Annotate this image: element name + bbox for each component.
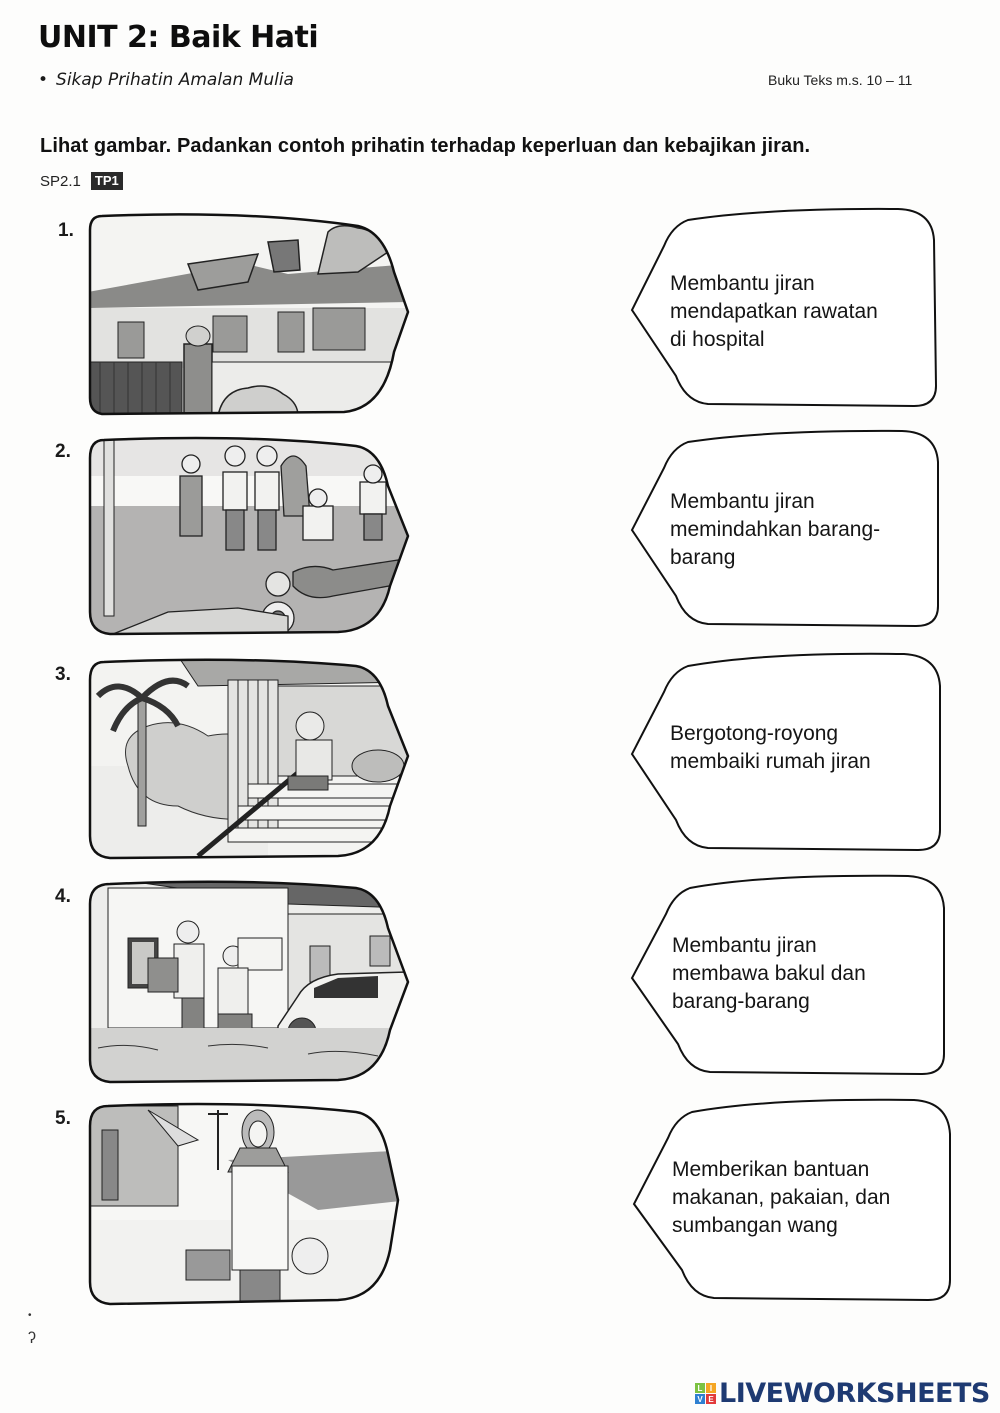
standard-code: SP2.1 TP1 — [40, 172, 123, 190]
answer-card-2[interactable]: Membantu jiran memindahkan barang- baran… — [628, 428, 940, 630]
tp-badge: TP1 — [90, 172, 123, 190]
answer-text-4: Membantu jiran membawa bakul dan barang-… — [672, 934, 866, 1013]
answer-card-5[interactable]: Memberikan bantuan makanan, pakaian, dan… — [630, 1094, 952, 1304]
card-shape — [630, 207, 938, 408]
item-number-2: 2. — [55, 441, 71, 462]
answer-card-1[interactable]: Membantu jiran mendapatkan rawatan di ho… — [628, 206, 940, 410]
picture-5-woman-basket[interactable] — [88, 1100, 410, 1306]
item-number-4: 4. — [55, 886, 71, 907]
accident-illustration — [88, 436, 410, 636]
picture-3-old-man-stairs[interactable] — [88, 656, 410, 860]
sp-code-label: SP2.1 — [40, 172, 81, 190]
answer-text-3: Bergotong-royong membaiki rumah jiran — [670, 722, 871, 773]
subtitle: • Sikap Prihatin Amalan Mulia — [38, 70, 294, 90]
liveworksheets-logo[interactable]: L I V E LIVEWORKSHEETS — [695, 1378, 990, 1409]
logo-letter-l: L — [695, 1383, 705, 1393]
card-shape — [630, 874, 945, 1076]
card-shape — [632, 1098, 951, 1302]
bullet: • — [38, 70, 49, 90]
answer-text-5: Memberikan bantuan makanan, pakaian, dan… — [672, 1158, 891, 1237]
stray-mark: ʔ — [28, 1330, 36, 1347]
card-shape — [630, 429, 939, 628]
answer-card-3[interactable]: Bergotong-royong membaiki rumah jiran — [628, 650, 942, 854]
item-number-3: 3. — [55, 664, 71, 685]
logo-letter-i: I — [706, 1383, 716, 1393]
logo-letter-e: E — [706, 1394, 716, 1404]
logo-text: LIVEWORKSHEETS — [719, 1378, 990, 1409]
answer-text-2: Membantu jiran memindahkan barang- baran… — [670, 490, 881, 569]
item-number-5: 5. — [55, 1108, 71, 1129]
flood-illustration — [88, 880, 410, 1084]
subtitle-text: Sikap Prihatin Amalan Mulia — [56, 70, 294, 90]
instruction: Lihat gambar. Padankan contoh prihatin t… — [40, 135, 811, 157]
picture-1-damaged-roof[interactable] — [88, 212, 410, 416]
picture-4-flood[interactable] — [88, 878, 410, 1084]
stray-dot: • — [28, 1310, 32, 1321]
unit-title: UNIT 2: Baik Hati — [38, 20, 319, 55]
live-logo-icon: L I V E — [695, 1383, 716, 1404]
damaged-roof-illustration — [88, 213, 410, 416]
answer-card-4[interactable]: Membantu jiran membawa bakul dan barang-… — [628, 872, 946, 1078]
answer-text-1: Membantu jiran mendapatkan rawatan di ho… — [670, 272, 878, 351]
logo-letter-v: V — [695, 1394, 705, 1404]
old-man-illustration — [88, 658, 410, 860]
woman-basket-illustration — [88, 1102, 400, 1306]
picture-2-accident[interactable] — [88, 436, 410, 636]
item-number-1: 1. — [58, 220, 74, 241]
card-shape — [630, 652, 941, 852]
textbook-reference: Buku Teks m.s. 10 – 11 — [768, 72, 913, 88]
